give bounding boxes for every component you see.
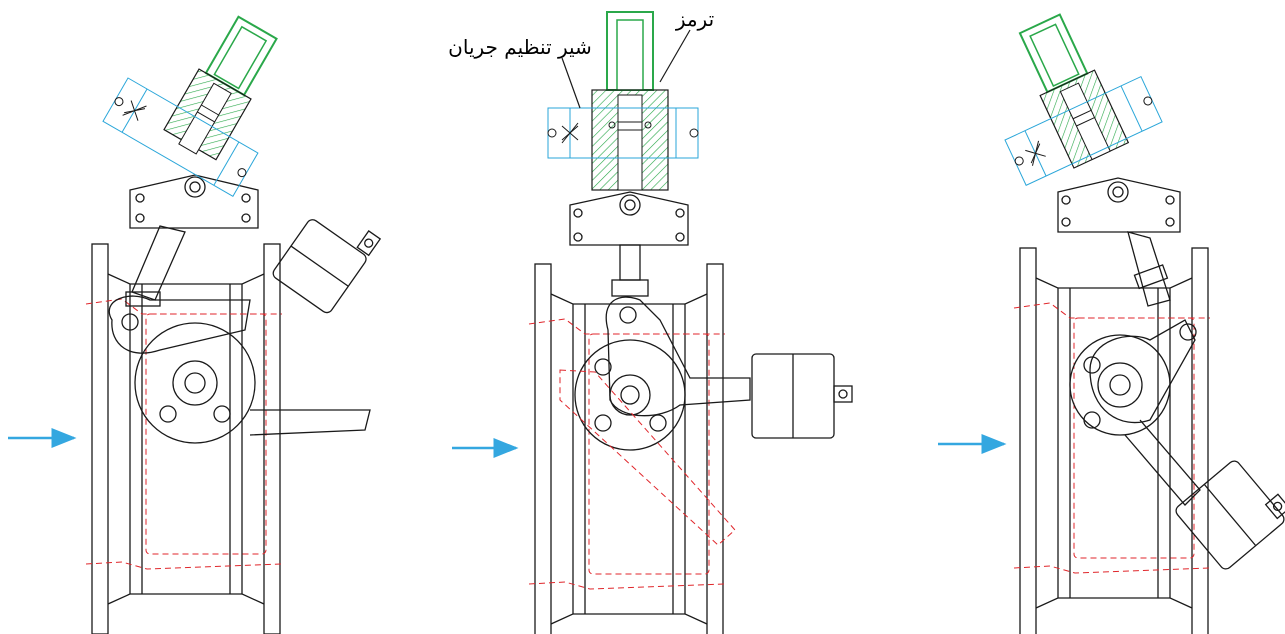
- view-center: شیر تنظیم جریان ترمز: [448, 7, 853, 634]
- view-left: [8, 15, 382, 634]
- label-flow-control-valve: شیر تنظیم جریان: [448, 35, 592, 59]
- label-brake: ترمز: [675, 7, 714, 31]
- leader-flow-control: [561, 57, 581, 109]
- view-right: [938, 13, 1285, 634]
- leader-brake: [659, 29, 691, 83]
